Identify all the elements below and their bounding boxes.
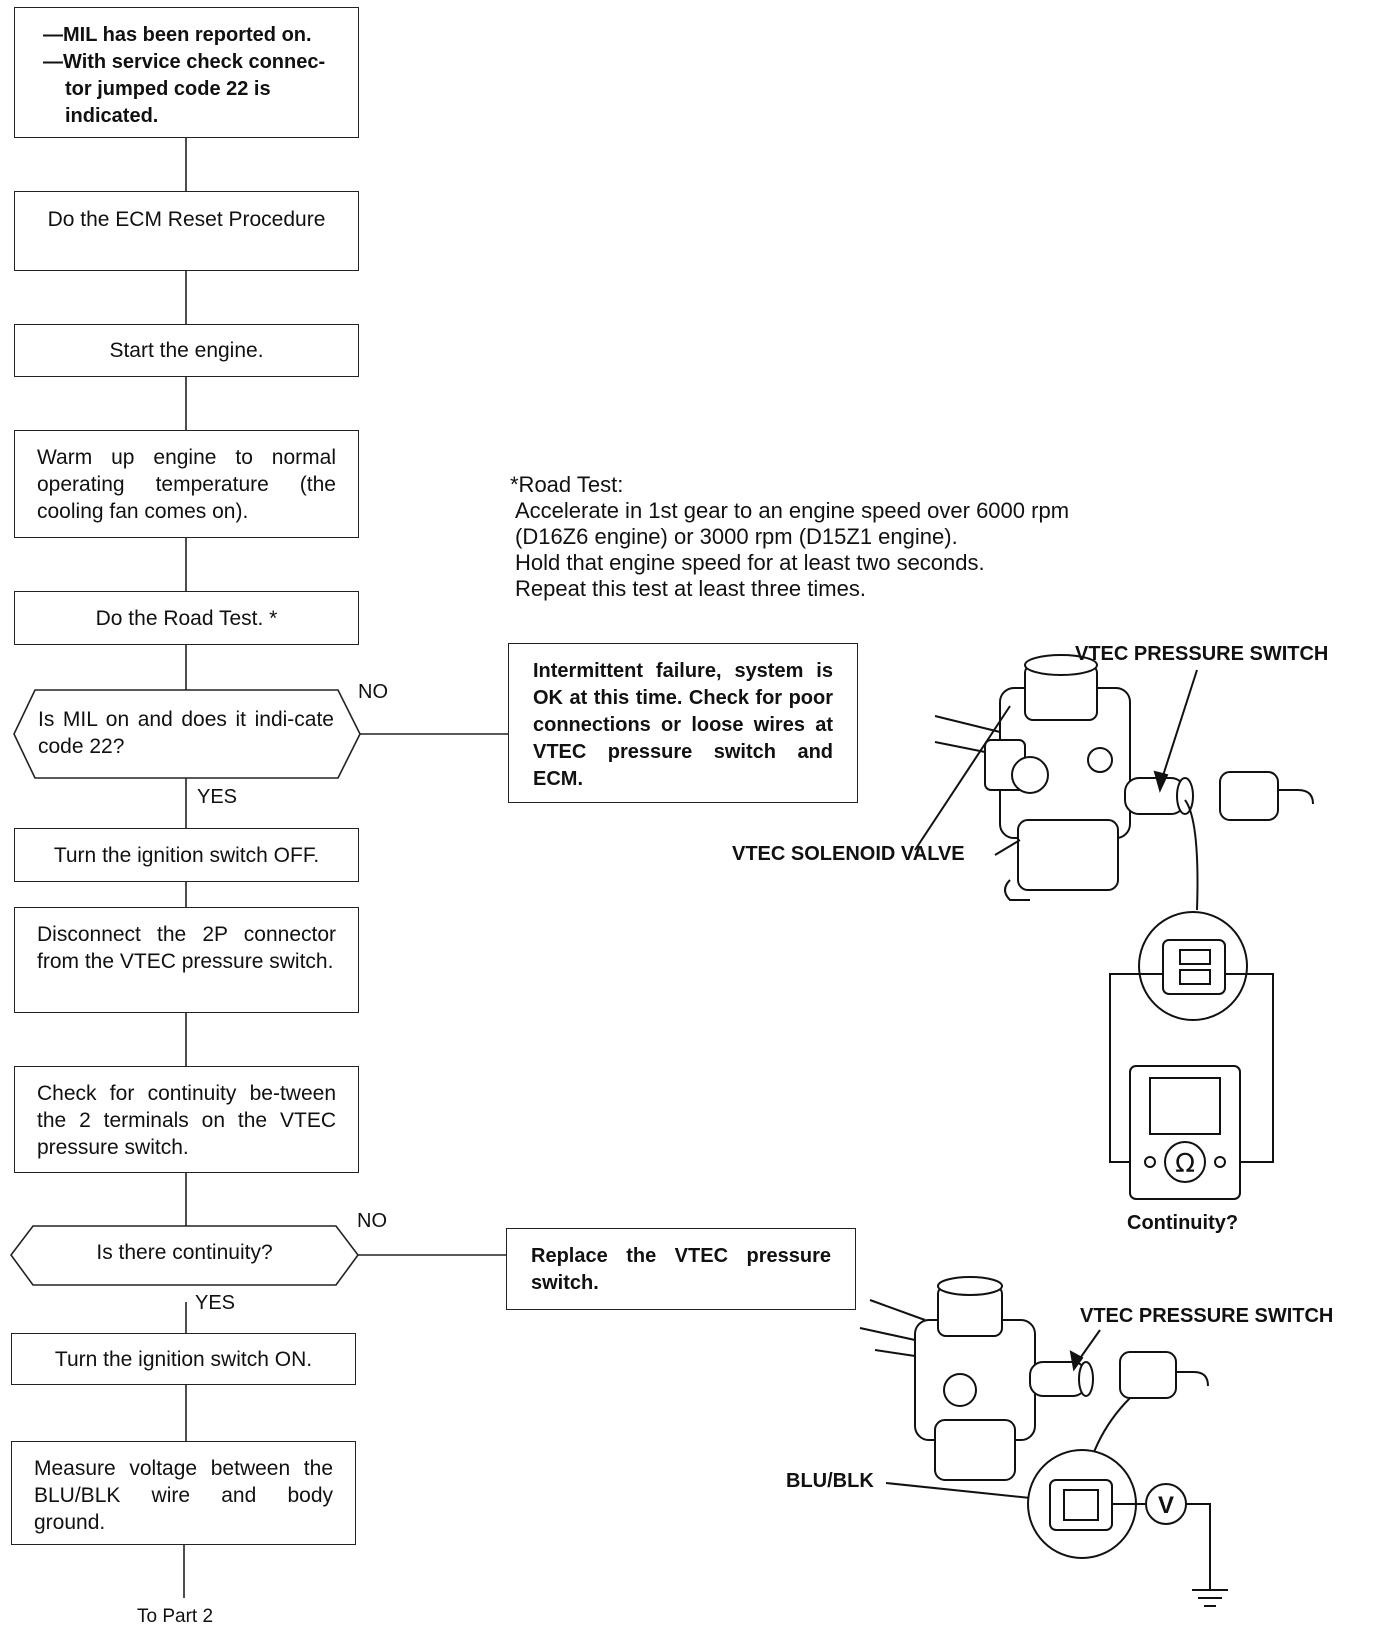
replace-text: Replace the VTEC pressure switch. — [531, 1245, 831, 1294]
vtec-solenoid-illustration-bottom — [859, 1276, 1209, 1481]
measure-voltage-box: Measure voltage between the BLU/BLK wire… — [11, 1441, 356, 1545]
decision-mil-label: Is MIL on and does it indi-cate code 22? — [38, 708, 334, 758]
yes-label-1: YES — [197, 786, 238, 808]
check-continuity-box: Check for continuity be-tween the 2 term… — [14, 1066, 359, 1173]
intermittent-text: Intermittent failure, system is OK at th… — [533, 660, 833, 790]
ecm-reset-text: Do the ECM Reset Procedure — [47, 208, 326, 231]
decision-shape-continuity — [10, 1225, 359, 1286]
connector-face-bottom — [1027, 1449, 1137, 1559]
volt-symbol: V — [1158, 1492, 1174, 1519]
ohmmeter — [1109, 973, 1274, 1200]
to-part-label: To Part 2 — [137, 1606, 214, 1627]
solenoid-valve-label: VTEC SOLENOID VALVE — [732, 843, 965, 865]
start-engine-text: Start the engine. — [109, 339, 264, 362]
start-line-4: indicated. — [65, 105, 159, 127]
start-engine-box: Start the engine. — [14, 324, 359, 377]
disconnect-text: Disconnect the 2P connector from the VTE… — [37, 923, 336, 973]
road-test-text: Do the Road Test. * — [95, 606, 278, 630]
decision-shape-mil — [13, 689, 361, 779]
ecm-reset-box: Do the ECM Reset Procedure — [14, 191, 359, 271]
continuity-label: Continuity? — [1127, 1212, 1239, 1234]
connector-face-top — [1138, 911, 1248, 1021]
road-test-note-line-3: Hold that engine speed for at least two … — [515, 550, 985, 575]
decision-continuity-label: Is there continuity? — [96, 1241, 273, 1264]
start-condition-box: —MIL has been reported on. —With service… — [14, 7, 359, 138]
pressure-switch-label-top: VTEC PRESSURE SWITCH — [1075, 643, 1329, 665]
voltmeter — [1112, 1483, 1228, 1607]
warm-up-text: Warm up engine to normal operating tempe… — [37, 446, 336, 523]
pressure-switch-label-bottom: VTEC PRESSURE SWITCH — [1080, 1305, 1334, 1327]
start-line-2: —With service check connec- — [43, 51, 326, 73]
blu-blk-label: BLU/BLK — [786, 1470, 874, 1492]
ignition-on-box: Turn the ignition switch ON. — [11, 1333, 356, 1385]
ohm-symbol: Ω — [1175, 1149, 1195, 1179]
ignition-off-box: Turn the ignition switch OFF. — [14, 828, 359, 882]
warm-up-box: Warm up engine to normal operating tempe… — [14, 430, 359, 538]
vtec-solenoid-illustration-top — [934, 654, 1314, 911]
measure-voltage-text: Measure voltage between the BLU/BLK wire… — [34, 1457, 333, 1534]
road-test-note-line-2: (D16Z6 engine) or 3000 rpm (D15Z1 engine… — [515, 524, 958, 549]
no-label-1: NO — [358, 681, 388, 703]
disconnect-box: Disconnect the 2P connector from the VTE… — [14, 907, 359, 1013]
yes-label-2: YES — [195, 1292, 236, 1314]
road-test-note-line-1: Accelerate in 1st gear to an engine spee… — [515, 498, 1070, 523]
road-test-note-line-4: Repeat this test at least three times. — [515, 576, 866, 601]
check-continuity-text: Check for continuity be-tween the 2 term… — [37, 1082, 336, 1159]
start-line-3: tor jumped code 22 is — [65, 78, 271, 100]
no-label-2: NO — [357, 1210, 387, 1232]
start-line-1: —MIL has been reported on. — [43, 24, 312, 46]
replace-box: Replace the VTEC pressure switch. — [506, 1228, 856, 1310]
ignition-off-text: Turn the ignition switch OFF. — [53, 843, 320, 867]
intermittent-box: Intermittent failure, system is OK at th… — [508, 643, 858, 803]
ignition-on-text: Turn the ignition switch ON. — [54, 1347, 313, 1371]
decision-continuity-text: Is there continuity? — [33, 1241, 336, 1265]
road-test-note-heading: *Road Test: — [510, 472, 624, 497]
road-test-note: *Road Test: Accelerate in 1st gear to an… — [510, 472, 1069, 602]
road-test-box: Do the Road Test. * — [14, 591, 359, 645]
decision-mil-text: Is MIL on and does it indi-cate code 22? — [38, 706, 334, 760]
